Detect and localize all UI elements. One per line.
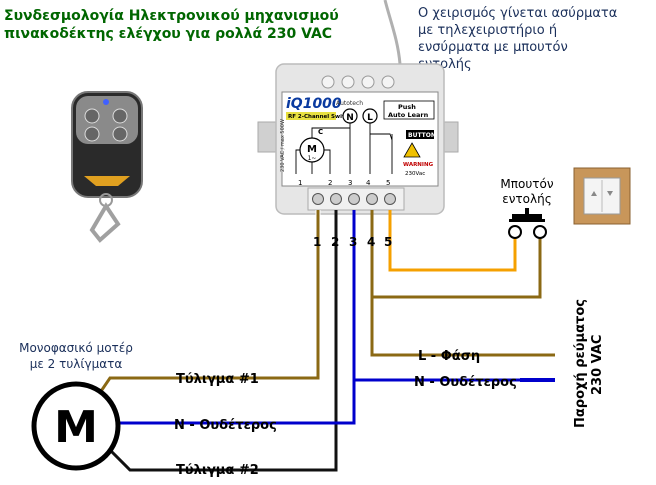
supply-label-line-1: Παροχή ρεύματος <box>573 299 588 428</box>
device-subtitle: RF 2-Channel Switch <box>288 114 352 120</box>
device-terminal-label-1: 1 <box>298 179 302 187</box>
wall-switch-icon <box>573 167 631 225</box>
push-button: Μπουτόν εντολής <box>500 177 554 239</box>
remote-keyring-icon <box>89 202 121 243</box>
housing-hole-4 <box>381 75 395 89</box>
common-label: C <box>318 128 323 136</box>
warning-icon <box>403 142 421 158</box>
remote-led <box>103 99 109 105</box>
remote-button-3 <box>84 126 100 142</box>
device-terminal-label-5: 5 <box>386 179 390 187</box>
title-line-2: πινακοδέκτης ελέγχου για ρολλά 230 VAC <box>4 26 332 42</box>
remote-button-2 <box>112 108 128 124</box>
wires <box>92 210 555 472</box>
neutral-supply-label: N - Ουδέτερος <box>414 375 517 390</box>
housing-hole-2 <box>341 75 355 89</box>
button-contact-left <box>508 225 522 239</box>
motor-label-line-2: με 2 τυλίγματα <box>30 357 123 371</box>
voltage-text: 230Vac <box>405 171 425 177</box>
button-label-line-2: εντολής <box>502 192 552 206</box>
note-line-3: ενσύρματα με μπουτόν <box>418 40 568 55</box>
winding2-label: Τύλιγμα #2 <box>176 463 259 478</box>
button-tag-box <box>406 130 434 139</box>
housing-hole-1 <box>321 75 335 89</box>
motor-letter: M <box>54 402 98 453</box>
neutral-symbol-text: N <box>346 113 354 123</box>
button-wire <box>388 210 517 272</box>
device-side-text: 230 VAC / max 500W <box>280 119 286 172</box>
motor-label-line-1: Μονοφασικό μοτέρ <box>19 341 133 355</box>
button-bar <box>509 219 545 222</box>
note-line-1: Ο χειρισμός γίνεται ασύρματα <box>418 6 617 21</box>
device-brand: iQ1000 <box>286 96 342 112</box>
remote-button-4 <box>112 126 128 142</box>
motor-symbol-text: M <box>307 144 317 155</box>
winding2-wire <box>98 210 338 472</box>
device-maker: Autotech <box>336 100 363 107</box>
wall-switch-down-icon <box>607 191 613 196</box>
push-line-2: Auto Learn <box>388 111 429 119</box>
wire-number-4: 4 <box>367 235 375 249</box>
remote-grip-accent <box>84 176 130 186</box>
button-tag: BUTTON <box>408 132 436 139</box>
warning-text: WARNING <box>403 162 434 168</box>
motor-symbol-sub: 1~ <box>308 155 317 162</box>
antenna-wire <box>383 0 402 65</box>
winding1-wire <box>93 210 320 401</box>
phase-to-button-wire <box>372 236 542 299</box>
wire-number-3: 3 <box>349 235 357 249</box>
terminal-screw-5 <box>384 193 396 205</box>
device-terminal-label-3: 3 <box>348 179 352 187</box>
motor-circle <box>31 381 121 471</box>
note-line-2: με τηλεχειριστήριο ή <box>418 23 557 38</box>
push-line-1: Push <box>398 103 416 111</box>
button-stem <box>525 208 529 216</box>
button-label-line-1: Μπουτόν <box>500 177 553 191</box>
neutral-motor-label: N - Ουδέτερος <box>174 418 277 433</box>
winding1-label: Τύλιγμα #1 <box>176 372 259 387</box>
wire-number-1: 1 <box>313 235 321 249</box>
button-contact-right <box>533 225 547 239</box>
push-box <box>383 100 435 120</box>
terminal-screw-1 <box>312 193 324 205</box>
device-terminal-label-4: 4 <box>366 179 371 187</box>
wire-number-2: 2 <box>331 235 339 249</box>
supply-label-line-2: 230 VAC <box>590 335 605 395</box>
title-line-1: Συνδεσμολογία Ηλεκτρονικού μηχανισμού <box>4 8 339 24</box>
terminal-screw-4 <box>366 193 378 205</box>
terminal-screw-2 <box>330 193 342 205</box>
receiver-device: iQ1000 Autotech RF 2-Channel Switch N L … <box>257 63 459 215</box>
line-symbol-text: L <box>367 113 373 123</box>
remote-control <box>71 91 143 243</box>
neutral-wire-upper <box>352 210 520 382</box>
device-terminal-label-2: 2 <box>328 179 332 187</box>
neutral-wire-motor <box>120 380 356 425</box>
button-actuator <box>512 214 542 219</box>
wall-switch-up-icon <box>591 191 597 196</box>
phase-wire <box>370 210 555 357</box>
wall-switch-frame <box>573 167 631 225</box>
terminal-screw-3 <box>348 193 360 205</box>
wire-number-5: 5 <box>384 235 392 249</box>
remote-button-1 <box>84 108 100 124</box>
device-subtitle-band <box>286 112 336 120</box>
internal-schematic <box>295 123 393 174</box>
housing-hole-3 <box>361 75 375 89</box>
phase-label: L - Φάση <box>418 349 480 364</box>
mount-tab-left <box>257 121 277 153</box>
